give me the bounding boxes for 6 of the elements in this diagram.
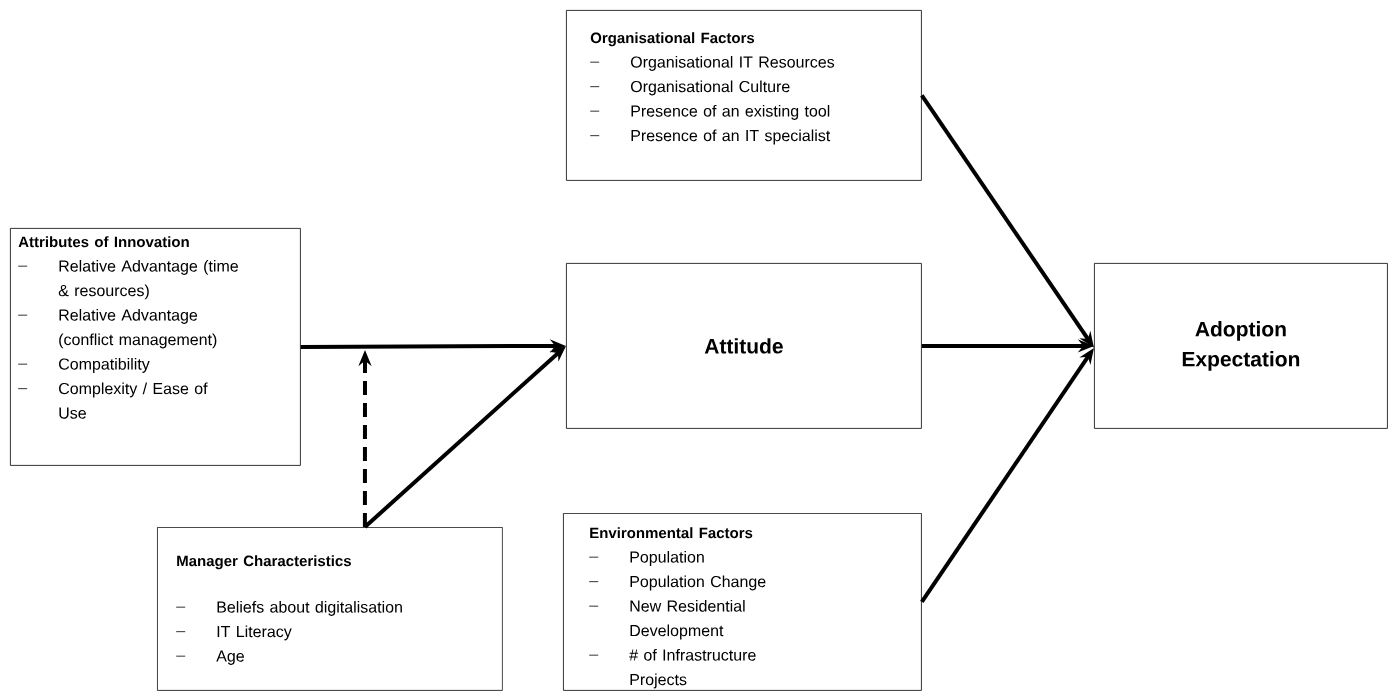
concept-box: Adoption Expectation (1094, 263, 1388, 429)
factor-box: Organisational Factors Organisational IT Resources Organisational Culture Presence of an existing tool Presence of an IT specialist (566, 10, 922, 181)
factor-box: Attributes of Innovation Relative Advantage (time & resources) Relative Advantage (conflict management) Compatibility Complexity / Ease of Use (10, 228, 301, 466)
factor-box: Environmental Factors Population Population Change New Residential Development # of Infrastructure Projects (563, 513, 922, 691)
concept-box: Attitude (566, 263, 922, 429)
factor-box: Manager Characteristics Beliefs about digitalisation IT Literacy Age (157, 527, 503, 691)
